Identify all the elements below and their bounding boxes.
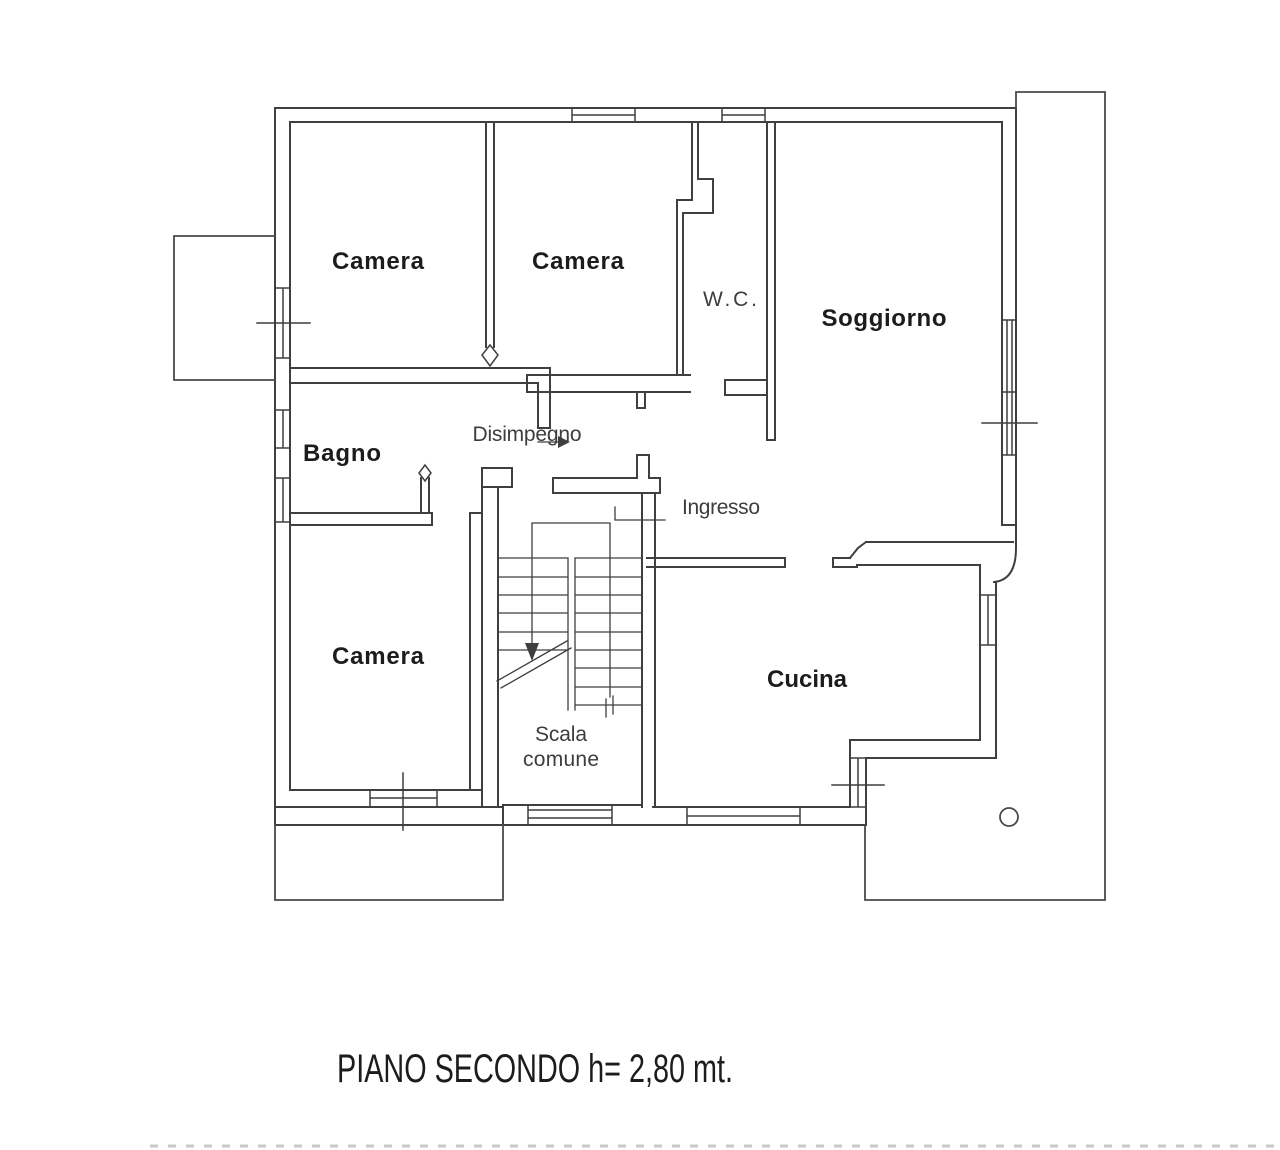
- room-label-camera-1: Camera: [332, 248, 425, 275]
- room-label-scala-line2: comune: [523, 748, 599, 771]
- staircase: [496, 522, 643, 718]
- room-label-soggiorno: Soggiorno: [822, 305, 947, 332]
- room-label-bagno: Bagno: [303, 440, 381, 467]
- wall-end-cap: [418, 463, 432, 483]
- window-cross-ticks: [256, 322, 1038, 831]
- left-balcony: [173, 235, 276, 381]
- bagno-door-arrow-icon: [558, 436, 570, 448]
- room-label-ingresso: Ingresso: [682, 496, 760, 519]
- room-label-wc: W.C.: [703, 288, 757, 311]
- room-labels: Camera Camera W.C. Soggiorno Bagno Disim…: [303, 248, 947, 771]
- room-label-scala-line1: Scala: [535, 723, 587, 746]
- room-label-disimpegno: Disimpegno: [473, 423, 582, 446]
- bottom-left-balcony: [274, 824, 504, 901]
- entry-door-leader-line: [614, 506, 666, 521]
- stair-direction-arrow-icon: [525, 643, 539, 661]
- room-label-camera-3: Camera: [332, 643, 425, 670]
- right-terrace: [864, 91, 1106, 901]
- balconies-terraces: [173, 91, 1106, 901]
- walls: [274, 107, 1018, 826]
- room-label-cucina: Cucina: [767, 666, 848, 693]
- window-symbols: [256, 107, 1038, 831]
- plan-caption: PIANO SECONDO h= 2,80 mt.: [337, 1047, 733, 1091]
- wall-end-cap: [481, 343, 499, 368]
- door-markers: [418, 343, 666, 521]
- terrace-drain-circle: [999, 807, 1019, 827]
- room-label-camera-2: Camera: [532, 248, 625, 275]
